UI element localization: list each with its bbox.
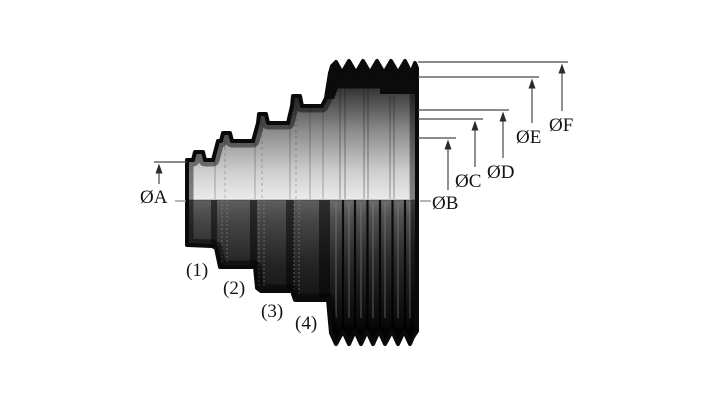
dim-label-e: ØE [516,127,541,148]
upper-dashed-seams [224,106,297,199]
lower-dashed-seams [221,200,300,296]
dimension-callout-b: ØB [418,137,458,214]
step-label-4: (4) [295,313,317,334]
up-arrow-icon [444,139,452,150]
dimension-callout-c: ØC [418,118,483,192]
up-arrow-icon [558,63,566,74]
dim-label-c: ØC [455,171,481,192]
step-label-3: (3) [261,301,283,322]
up-arrow-icon [499,111,507,122]
rib-highlight-lines [335,203,411,318]
thread-rib-section [330,200,417,344]
collar-thread-lines [339,89,411,199]
step-label-2: (2) [223,278,245,299]
dim-label-a: ØA [140,187,168,208]
dim-label-f: ØF [549,115,573,136]
lower-step-bands [211,200,330,300]
dimension-callout-a: ØA [140,161,187,208]
fitting-body [185,59,419,346]
dimension-callout-f: ØF [418,61,573,136]
step-label-1: (1) [186,260,208,281]
dimension-callout-d: ØD [418,109,514,183]
rib-separator-lines [341,200,407,336]
dimension-callout-e: ØE [418,76,541,148]
body-outline [185,59,419,346]
dim-label-b: ØB [432,193,458,214]
dim-label-d: ØD [487,162,514,183]
step-number-labels: (1) (2) (3) (4) [186,260,317,334]
up-arrow-icon [155,163,163,174]
up-arrow-icon [471,120,479,131]
up-arrow-icon [528,78,536,89]
